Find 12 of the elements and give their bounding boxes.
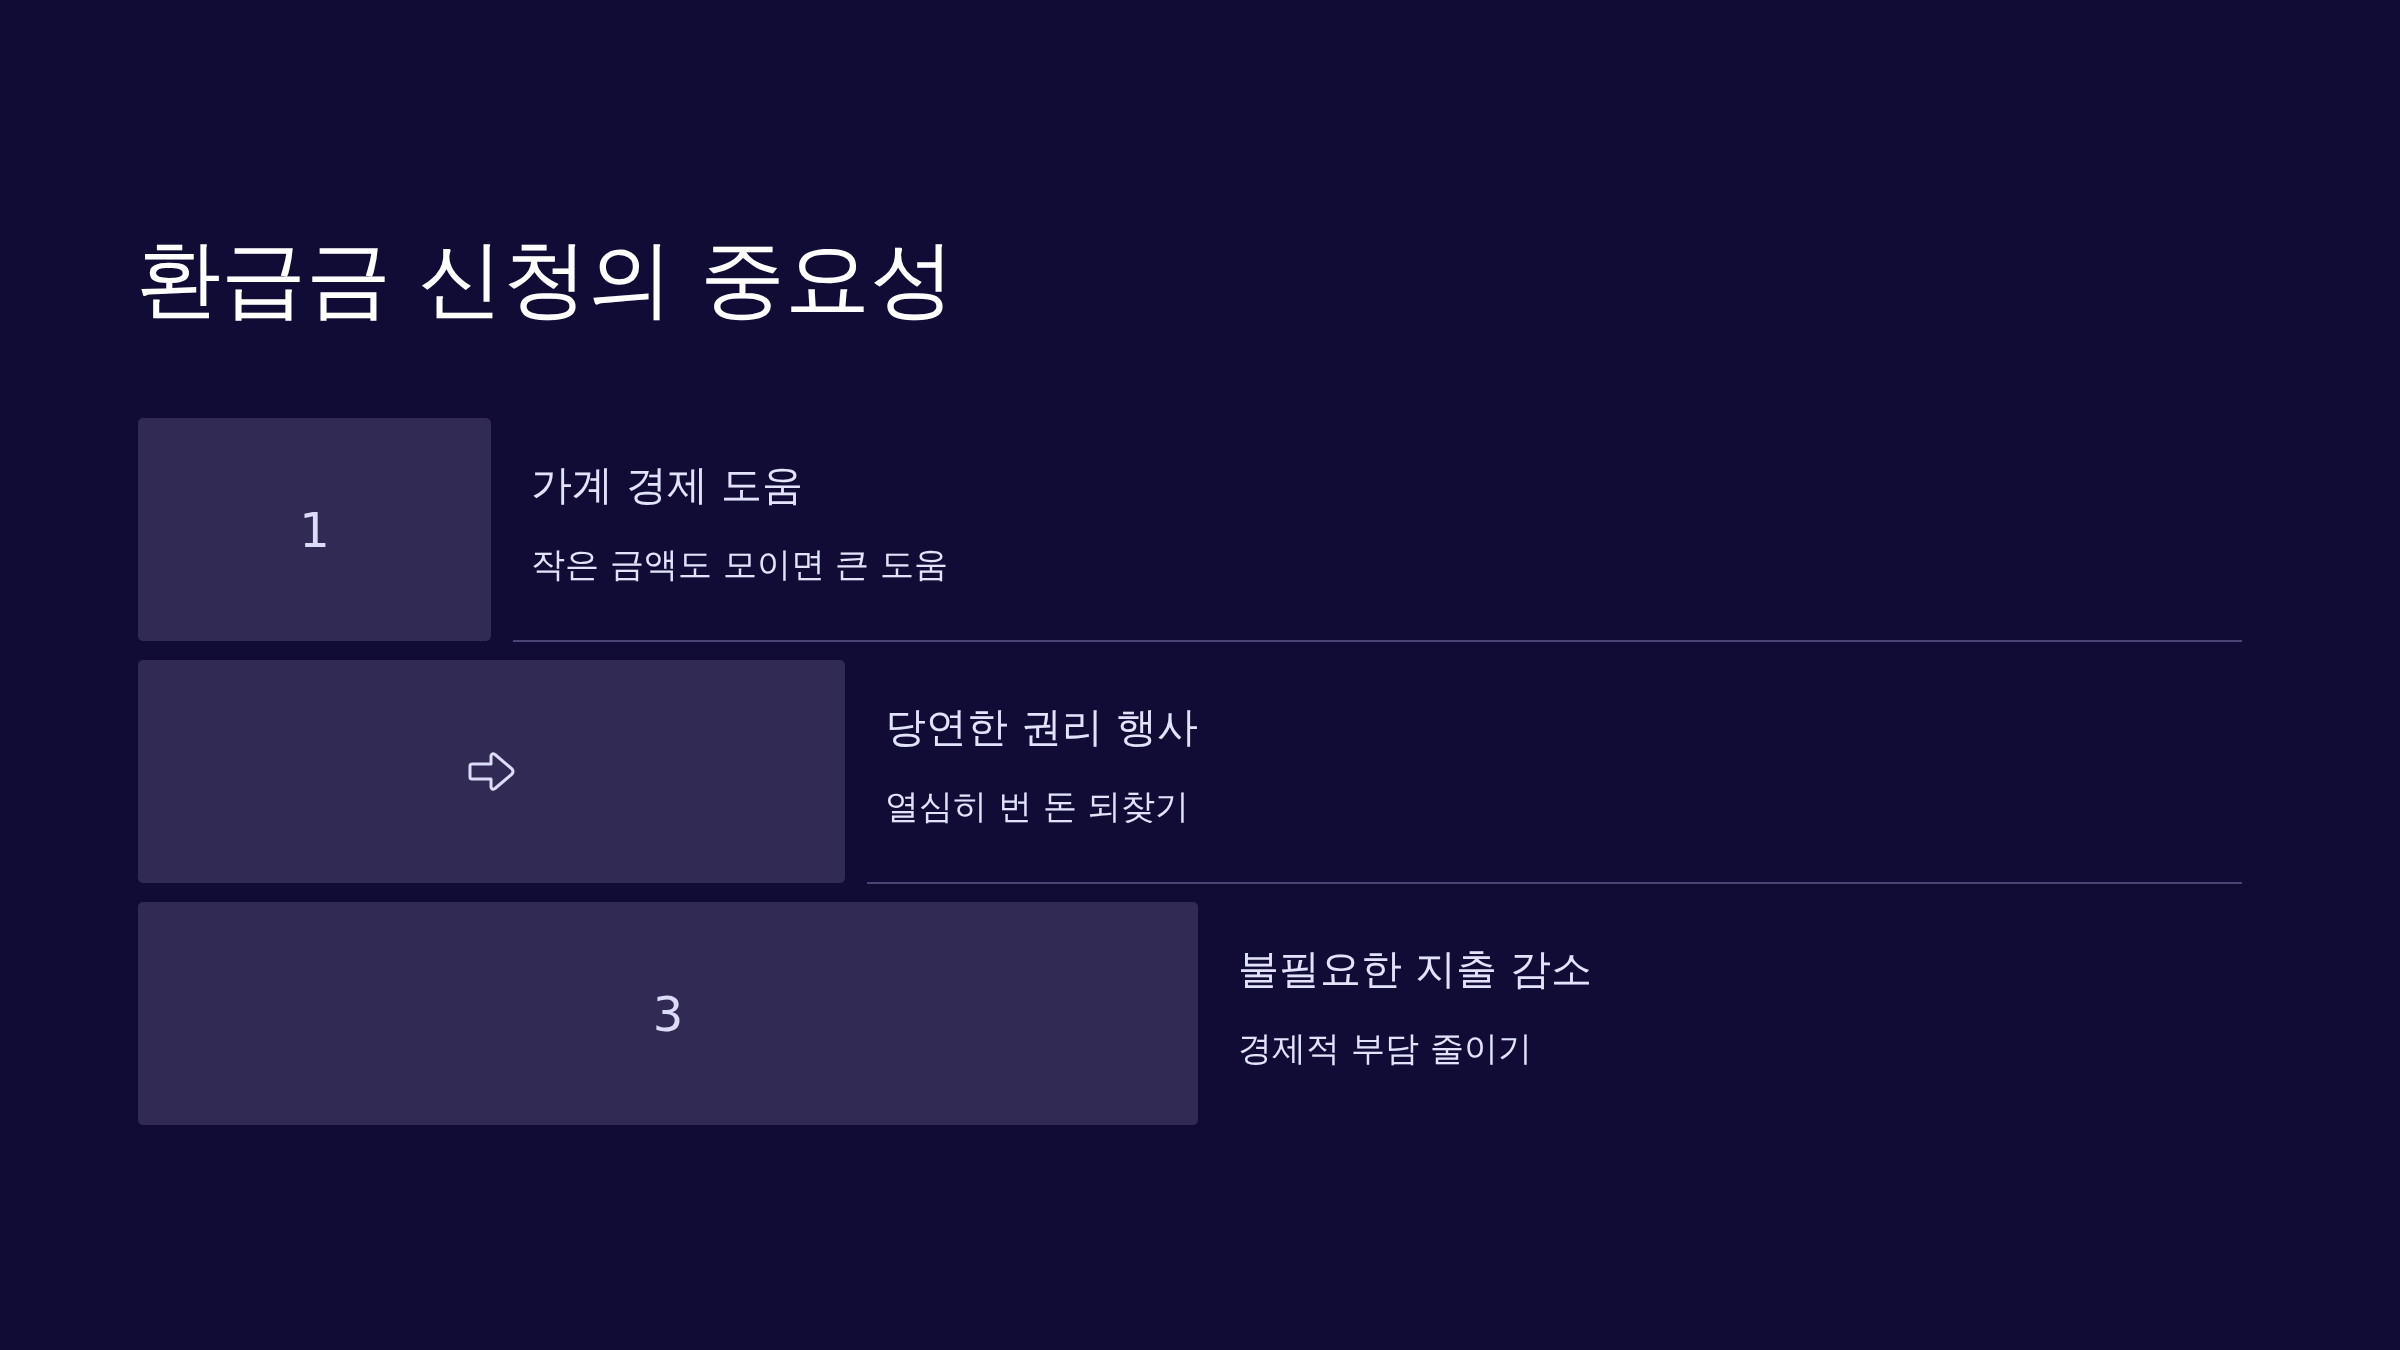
step-number: 1 <box>299 505 330 554</box>
step-panel <box>138 660 845 883</box>
step-heading: 가계 경제 도움 <box>531 460 805 510</box>
step-description: 작은 금액도 모이면 큰 도움 <box>531 543 949 585</box>
step-panel <box>138 418 491 641</box>
step-heading: 불필요한 지출 감소 <box>1238 944 1593 994</box>
slide-title: 환급금 신청의 중요성 <box>136 228 956 330</box>
step-number: 3 <box>652 989 684 1038</box>
step-panel <box>138 902 1198 1125</box>
step-description: 경제적 부담 줄이기 <box>1238 1027 1533 1069</box>
step-heading: 당연한 권리 행사 <box>885 702 1199 752</box>
step-description: 열심히 번 돈 되찾기 <box>885 785 1191 827</box>
